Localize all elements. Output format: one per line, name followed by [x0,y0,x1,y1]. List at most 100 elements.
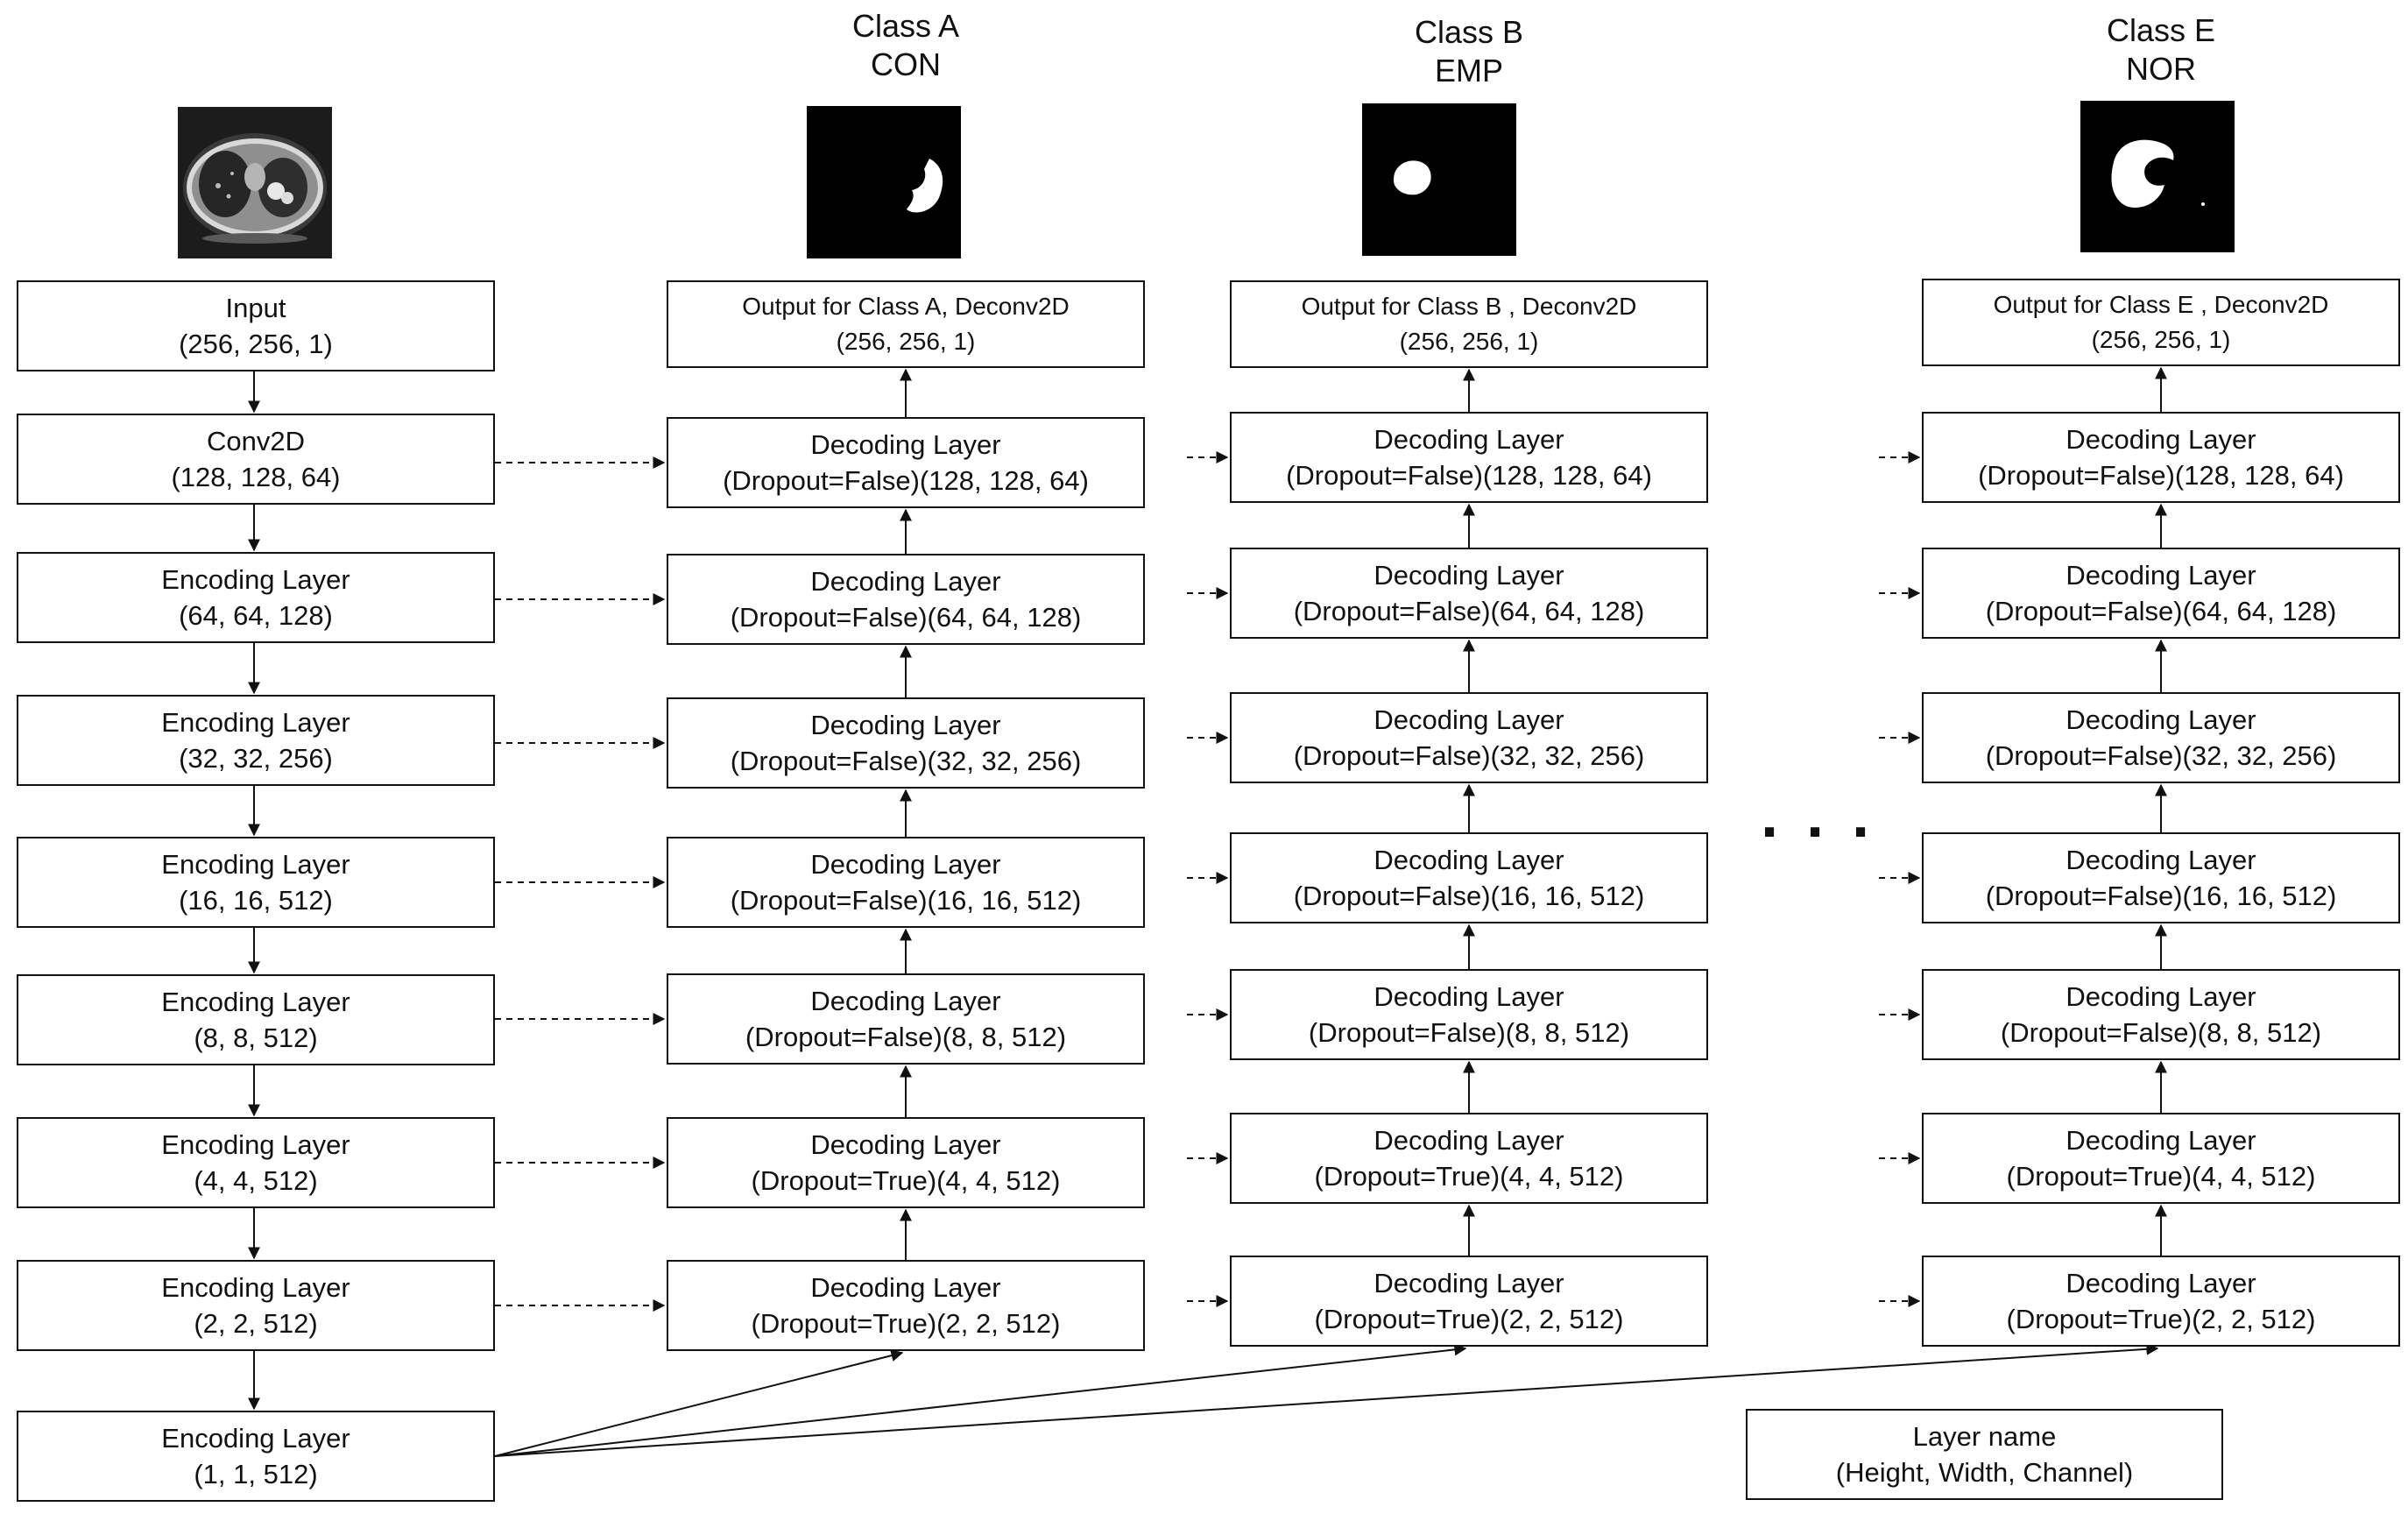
layer-name: Encoding Layer [161,1423,350,1454]
encoding-layer-box: Encoding Layer (4, 4, 512) [17,1117,495,1208]
layer-shape: (Dropout=False)(64, 64, 128) [1293,596,1645,626]
layer-shape: (Dropout=False)(128, 128, 64) [1286,460,1652,491]
decoding-layer-box: Decoding Layer (Dropout=False)(128, 128, … [667,417,1145,508]
layer-shape: (Dropout=False)(32, 32, 256) [1985,740,2337,771]
decoding-layer-box: Decoding Layer(Dropout=False)(16, 16, 51… [667,837,1145,928]
output-layer-box: Output for Class E , Deconv2D (256, 256, … [1922,279,2400,366]
encoding-layer-box: Encoding Layer(1, 1, 512) [17,1411,495,1502]
class-code: EMP [1434,53,1503,88]
layer-shape: (Dropout=False)(8, 8, 512) [2000,1017,2322,1048]
layer-name: Decoding Layer [2066,424,2256,455]
layer-name: Encoding Layer [161,1129,350,1160]
layer-name: Decoding Layer [1373,1125,1564,1156]
decoding-layer-box: Decoding Layer (Dropout=False)(8, 8, 512) [1922,969,2400,1060]
layer-shape: (Dropout=False)(64, 64, 128) [1985,596,2337,626]
conv2d-layer-box: Conv2D (128, 128, 64) [17,414,495,505]
class-code: NOR [2126,51,2196,87]
layer-name: Decoding Layer [810,1129,1001,1160]
input-layer-box: Input (256, 256, 1) [17,280,495,371]
layer-shape: (Dropout=False)(8, 8, 512) [745,1022,1067,1052]
layer-shape: (Dropout=False)(16, 16, 512) [1985,881,2337,911]
decoding-layer-box: Decoding Layer(Dropout=False)(32, 32, 25… [1230,692,1708,783]
layer-name: Conv2D [207,426,305,456]
decoding-layer-box: Decoding Layer(Dropout=True)(2, 2, 512) [667,1260,1145,1351]
decoding-layer-box: Decoding Layer (Dropout=False)(32, 32, 25… [1922,692,2400,783]
layer-name: Decoding Layer [2066,1268,2256,1298]
legend-box: Layer name (Height, Width, Channel) [1746,1409,2223,1500]
layer-shape: (32, 32, 256) [179,743,333,774]
encoding-layer-box: Encoding Layer(2, 2, 512) [17,1260,495,1351]
decoding-layer-box: Decoding Layer (Dropout=False)(16, 16, 51… [1230,832,1708,923]
layer-name: Decoding Layer [2066,560,2256,591]
class-code: CON [871,46,941,82]
encoding-layer-box: Encoding Layer (64, 64, 128) [17,552,495,643]
layer-name: Encoding Layer [161,564,350,595]
layer-shape: (Dropout=True)(4, 4, 512) [751,1165,1061,1196]
decoding-layer-box: Decoding Layer (Dropout=False)(64, 64, 12… [1922,548,2400,639]
decoding-layer-box: Decoding Layer(Dropout=False)(8, 8, 512) [1230,969,1708,1060]
layer-name: Encoding Layer [161,849,350,880]
decoding-layer-box: Decoding Layer (Dropout=True)(2, 2, 512) [1230,1256,1708,1347]
layer-shape: (Dropout=True)(2, 2, 512) [2006,1304,2316,1334]
layer-shape: (Dropout=True)(2, 2, 512) [1314,1304,1624,1334]
encoding-layer-box: Encoding Layer (32, 32, 256) [17,695,495,786]
layer-name: Decoding Layer [2066,845,2256,875]
bottleneck-arrow [494,1343,1467,1457]
layer-shape: (4, 4, 512) [194,1165,318,1196]
class-a-mask-image [807,106,961,258]
layer-shape: (8, 8, 512) [194,1022,318,1053]
layer-name: Decoding Layer [2066,704,2256,735]
layer-shape: (Dropout=False)(16, 16, 512) [730,885,1082,916]
decoding-layer-box: Decoding Layer(Dropout=False)(64, 64, 12… [667,554,1145,645]
encoding-layer-box: Encoding Layer(8, 8, 512) [17,974,495,1065]
ct-scan-input-image [178,107,332,258]
layer-name: Decoding Layer [810,986,1001,1016]
decoding-layer-box: Decoding Layer (Dropout=False)(128, 128, … [1230,412,1708,503]
output-layer-box: Output for Class A, Deconv2D(256, 256, 1… [667,280,1145,368]
layer-shape: (Dropout=True)(4, 4, 512) [1314,1161,1624,1192]
legend-layer-name: Layer name [1912,1421,2057,1452]
layer-name: Output for Class A, Deconv2D [742,293,1070,320]
class-b-mask-image [1362,103,1516,256]
layer-name: Decoding Layer [810,429,1001,460]
encoding-layer-box: Encoding Layer(16, 16, 512) [17,837,495,928]
layer-shape: (2, 2, 512) [194,1308,318,1339]
layer-name: Input [225,293,286,323]
layer-name: Decoding Layer [2066,1125,2256,1156]
layer-shape: (Dropout=False)(8, 8, 512) [1308,1017,1630,1048]
decoding-layer-box: Decoding Layer (Dropout=False)(8, 8, 512) [667,973,1145,1065]
layer-name: Decoding Layer [1373,560,1564,591]
layer-name: Decoding Layer [810,710,1001,740]
decoding-layer-box: Decoding Layer (Dropout=True)(4, 4, 512) [1230,1113,1708,1204]
decoding-layer-box: Decoding Layer(Dropout=True)(4, 4, 512) [1922,1113,2400,1204]
bottleneck-arrow [494,1342,2159,1457]
layer-shape: (256, 256, 1) [2091,326,2231,353]
layer-shape: (Dropout=True)(2, 2, 512) [751,1308,1061,1339]
layer-name: Output for Class E , Deconv2D [1993,291,2329,318]
layer-shape: (Dropout=False)(128, 128, 64) [1978,460,2344,491]
decoding-layer-box: Decoding Layer (Dropout=False)(64, 64, 12… [1230,548,1708,639]
layer-name: Decoding Layer [1373,704,1564,735]
layer-shape: (64, 64, 128) [179,600,333,631]
layer-shape: (Dropout=False)(32, 32, 256) [730,746,1082,776]
layer-name: Encoding Layer [161,707,350,738]
layer-shape: (128, 128, 64) [171,462,341,492]
output-layer-box: Output for Class B , Deconv2D (256, 256, … [1230,280,1708,368]
layer-name: Decoding Layer [2066,981,2256,1012]
layer-shape: (256, 256, 1) [179,329,333,359]
more-classes-ellipsis: · · · [1761,797,1876,867]
layer-name: Output for Class B , Deconv2D [1301,293,1637,320]
layer-name: Decoding Layer [1373,845,1564,875]
layer-shape: (256, 256, 1) [1399,328,1539,355]
layer-shape: (Dropout=False)(16, 16, 512) [1293,881,1645,911]
layer-name: Decoding Layer [1373,1268,1564,1298]
layer-shape: (Dropout=False)(128, 128, 64) [723,465,1089,496]
layer-name: Decoding Layer [810,566,1001,597]
decoding-layer-box: Decoding Layer (Dropout=False)(16, 16, 51… [1922,832,2400,923]
class-name: Class B [1414,14,1524,50]
layer-name: Decoding Layer [1373,424,1564,455]
